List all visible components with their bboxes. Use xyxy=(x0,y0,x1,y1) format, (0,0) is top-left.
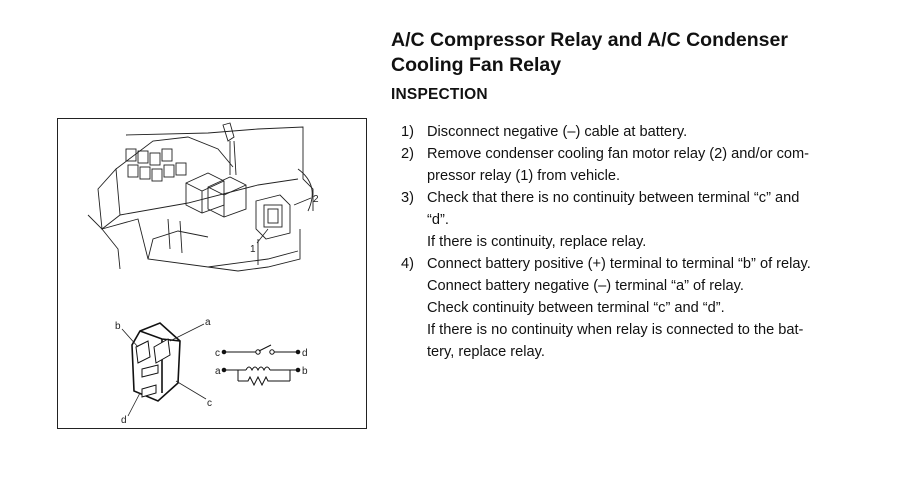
schematic-terminal-c: c xyxy=(215,348,220,359)
relay-box-drawing xyxy=(87,122,314,272)
schematic-terminal-b: b xyxy=(302,366,308,377)
step-3: 3) Check that there is no continuity bet… xyxy=(401,187,869,253)
relay-terminal-c-label: c xyxy=(207,398,212,409)
step-number: 1) xyxy=(401,124,414,140)
step-2: 2) Remove condenser cooling fan motor re… xyxy=(401,143,869,187)
section-heading: INSPECTION xyxy=(391,86,488,103)
step-text: If there is continuity, replace relay. xyxy=(427,234,647,250)
step-number: 3) xyxy=(401,190,414,206)
step-text: Check continuity between terminal “c” an… xyxy=(427,300,725,316)
step-text: tery, replace relay. xyxy=(427,344,545,360)
step-text: Check that there is no continuity betwee… xyxy=(427,190,800,206)
callout-2-leader xyxy=(293,197,312,206)
schematic-terminal-d: d xyxy=(302,348,308,359)
relay-terminals xyxy=(135,338,171,398)
relay-figure: 2 1 b a c d xyxy=(57,118,367,429)
step-text: Connect battery negative (–) terminal “a… xyxy=(427,278,744,294)
step-number: 4) xyxy=(401,256,414,272)
step-text: Disconnect negative (–) cable at battery… xyxy=(427,124,688,140)
step-1: 1) Disconnect negative (–) cable at batt… xyxy=(401,121,869,143)
step-text: pressor relay (1) from vehicle. xyxy=(427,168,621,184)
page-title: A/C Compressor Relay and A/C Condenser C… xyxy=(391,28,891,78)
relay-terminal-d-label: d xyxy=(121,415,127,426)
terminal-leaders xyxy=(121,323,207,417)
step-number: 2) xyxy=(401,146,414,162)
title-line-1: A/C Compressor Relay and A/C Condenser xyxy=(391,29,788,51)
step-text: Remove condenser cooling fan motor relay… xyxy=(427,146,810,162)
step-text: Connect battery positive (+) terminal to… xyxy=(427,256,811,272)
inspection-steps: 1) Disconnect negative (–) cable at batt… xyxy=(401,121,869,363)
step-4: 4) Connect battery positive (+) terminal… xyxy=(401,253,869,363)
relay-terminal-b-label: b xyxy=(115,321,121,332)
title-line-2: Cooling Fan Relay xyxy=(391,54,562,76)
relay-terminal-a-label: a xyxy=(205,317,211,328)
schematic-terminal-a: a xyxy=(215,366,221,377)
relay-illustration: 2 1 b a c d xyxy=(87,122,319,426)
step-text: If there is no continuity when relay is … xyxy=(427,322,804,338)
callout-1: 1 xyxy=(250,244,256,255)
callout-2: 2 xyxy=(313,194,319,205)
relay-schematic xyxy=(221,344,301,387)
step-text: “d”. xyxy=(427,212,449,228)
callout-1-leader xyxy=(256,228,269,244)
